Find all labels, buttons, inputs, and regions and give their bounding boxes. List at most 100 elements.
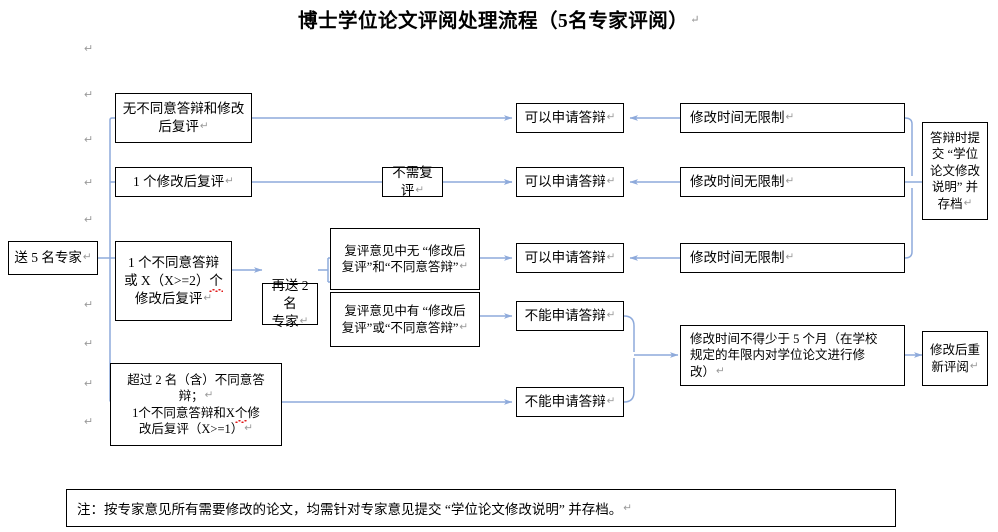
node-cannot-apply-defense-2[interactable]: 不能申请答辩↵ [516,387,624,417]
pilcrow-mark: ↵ [963,196,973,209]
node-cannot-apply-defense-1-label: 不能申请答辩 [524,308,606,324]
node-unlimited-revision-time-1-label: 修改时间无限制 [690,110,785,126]
pilcrow-mark: ↵ [84,338,94,350]
pilcrow-mark: ↵ [203,291,213,304]
node-recheck-clean-line2: 复评”和“不同意答辩”↵ [334,259,476,276]
node-no-objection[interactable]: 无不同意答辩和修改后复评↵ [115,93,252,143]
node-may-apply-defense-1[interactable]: 可以申请答辩↵ [516,103,624,133]
node-two-or-more-line3-pre: 1个不同意答辩和X [132,405,235,420]
node-unlimited-revision-time-3-label: 修改时间无限制 [690,250,785,266]
pilcrow-mark: ↵ [785,175,795,188]
footer-note: 注：按专家意见所有需要修改的论文，均需针对专家意见提交 “学位论文修改说明” 并… [66,489,896,527]
node-cannot-apply-defense-2-label: 不能申请答辩 [524,394,606,410]
node-submit-statement-line5-text: 存档 [937,196,963,211]
node-may-apply-defense-2[interactable]: 可以申请答辩↵ [516,167,624,197]
node-cannot-apply-defense-1[interactable]: 不能申请答辩↵ [516,301,624,331]
node-one-objection-line2-pre: 或 X（X>=2） [124,273,210,289]
pilcrow-mark: ↵ [459,320,469,333]
node-resend-line2-text: 专家 [271,313,299,329]
pilcrow-mark: ↵ [690,14,700,26]
pilcrow-mark: ↵ [606,175,616,188]
page-title: 博士学位论文评阅处理流程（5名专家评阅）↵ [0,4,998,33]
node-unlimited-revision-time-2-label: 修改时间无限制 [690,174,785,190]
node-two-or-more-line1: 超过 2 名（含）不同意答 [127,372,265,387]
pilcrow-mark: ↵ [84,299,94,311]
pilcrow-mark: ↵ [84,89,94,101]
pilcrow-mark: ↵ [225,175,234,188]
pilcrow-mark: ↵ [606,309,616,322]
node-resend-line1: 再送 2 名 [271,278,309,312]
node-send-5-experts-label: 送 5 名专家 [14,250,82,266]
node-recheck-flagged-line1: 复评意见中有 “修改后 [344,304,466,318]
spellcheck-marked-text: 个 [209,273,223,292]
pilcrow-mark: ↵ [84,214,94,226]
pilcrow-mark: ↵ [606,251,616,264]
pilcrow-mark: ↵ [299,314,309,327]
node-submit-revision-statement[interactable]: 答辩时提 交 “学位 论文修改 说明” 并 存档↵ [922,122,988,220]
node-one-objection-line1: 1 个不同意答辩 [127,255,220,271]
node-recheck-flagged-line2-text: 复评”或“不同意答辩” [341,320,459,335]
node-submit-statement-line1: 答辩时提 [929,130,980,145]
node-may-apply-defense-3[interactable]: 可以申请答辩↵ [516,243,624,273]
node-minimum-5-months-line3-text: 改） [690,364,716,379]
node-may-apply-defense-1-label: 可以申请答辩 [524,110,606,126]
node-two-or-more-line2-text: 辩； [178,389,204,403]
pilcrow-mark: ↵ [606,395,616,408]
node-recheck-opinion-clean[interactable]: 复评意见中无 “修改后 复评”和“不同意答辩”↵ [330,228,480,290]
node-resend-2-experts[interactable]: 再送 2 名 专家↵ [262,278,318,329]
spellcheck-marked-text: 个 [234,405,248,423]
pilcrow-mark: ↵ [785,251,795,264]
pilcrow-mark: ↵ [785,111,795,124]
node-two-or-more-line4-text: 改后复评（X>=1） [138,422,244,436]
node-two-or-more-line4: 改后复评（X>=1）↵ [114,421,278,438]
node-minimum-5-months-line2: 规定的年限内对学位论文进行修 [690,348,866,363]
node-submit-statement-line2: 交 “学位 [931,147,979,162]
node-unlimited-revision-time-2[interactable]: 修改时间无限制↵ [680,167,905,197]
node-submit-statement-line3: 论文修改 [929,163,980,178]
pilcrow-mark: ↵ [84,378,94,390]
node-one-objection-or-x-revise[interactable]: 1 个不同意答辩 或 X（X>=2）个 修改后复评↵ [115,241,232,321]
node-unlimited-revision-time-3[interactable]: 修改时间无限制↵ [680,243,905,273]
pilcrow-mark: ↵ [623,502,633,514]
pilcrow-mark: ↵ [716,364,725,377]
node-one-revise-recheck[interactable]: 1 个修改后复评↵ [115,167,252,197]
pilcrow-mark: ↵ [459,260,469,272]
node-no-objection-label: 无不同意答辩和修改后复评 [122,101,245,134]
pilcrow-mark: ↵ [969,359,979,372]
node-no-recheck-needed-label: 不需复评 [392,165,433,198]
node-two-or-more-line3-post: 修 [247,405,260,420]
node-send-5-experts[interactable]: 送 5 名专家↵ [8,241,98,275]
node-resend-line2: 专家↵ [266,313,314,331]
node-re-review-line2: 新评阅↵ [926,359,984,376]
node-two-or-more-line2: 辩；↵ [114,388,278,405]
node-recheck-flagged-line2: 复评”或“不同意答辩”↵ [334,320,476,337]
pilcrow-mark: ↵ [82,251,92,264]
node-re-review-line2-text: 新评阅 [931,359,969,374]
node-re-review-after-revision[interactable]: 修改后重 新评阅↵ [922,331,988,386]
node-two-or-more-objections[interactable]: 超过 2 名（含）不同意答 辩；↵ 1个不同意答辩和X个修 改后复评（X>=1）… [110,363,282,446]
node-submit-statement-line4: 说明” 并 [931,180,979,195]
node-minimum-5-months[interactable]: 修改时间不得少于 5 个月（在学校 规定的年限内对学位论文进行修 改）↵ [680,325,905,386]
node-one-objection-line2: 或 X（X>=2）个 [119,272,228,292]
node-re-review-line1: 修改后重 [929,343,980,357]
node-submit-statement-line5: 存档↵ [926,196,984,213]
node-no-recheck-needed[interactable]: 不需复评↵ [382,165,443,198]
pilcrow-mark: ↵ [606,111,616,124]
node-recheck-clean-line1: 复评意见中无 “修改后 [344,243,466,258]
node-unlimited-revision-time-1[interactable]: 修改时间无限制↵ [680,103,905,133]
pilcrow-mark: ↵ [84,416,94,428]
node-one-objection-line3: 修改后复评↵ [119,290,228,308]
node-recheck-opinion-flagged[interactable]: 复评意见中有 “修改后 复评”或“不同意答辩”↵ [330,292,480,347]
node-minimum-5-months-line1: 修改时间不得少于 5 个月（在学校 [690,331,878,346]
node-recheck-clean-line2-text: 复评”和“不同意答辩” [341,260,459,274]
pilcrow-mark: ↵ [84,177,94,189]
node-one-objection-line3-text: 修改后复评 [134,290,203,306]
page-title-text: 博士学位论文评阅处理流程（5名专家评阅） [298,11,689,32]
node-may-apply-defense-2-label: 可以申请答辩 [524,174,606,190]
node-one-revise-recheck-label: 1 个修改后复评 [133,174,225,190]
node-minimum-5-months-line3: 改）↵ [690,364,901,381]
pilcrow-mark: ↵ [244,422,254,434]
pilcrow-mark: ↵ [199,120,209,132]
pilcrow-mark: ↵ [415,184,425,196]
pilcrow-mark: ↵ [84,134,94,146]
